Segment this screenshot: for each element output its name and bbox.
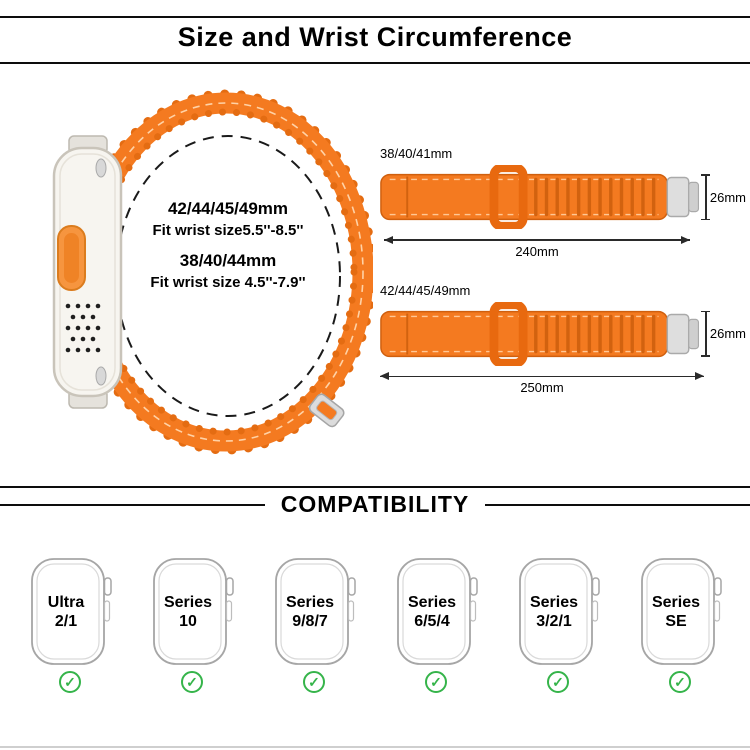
model-label: Series 3/2/1 bbox=[529, 594, 579, 631]
watch-outline: Series 9/8/7 bbox=[268, 556, 360, 668]
title-divider bbox=[0, 62, 750, 64]
check-icon: ✓ bbox=[669, 671, 691, 693]
width-measure-line bbox=[702, 310, 710, 357]
model-label: Series 9/8/7 bbox=[285, 594, 335, 631]
band-ridges bbox=[534, 177, 656, 217]
check-icon: ✓ bbox=[425, 671, 447, 693]
compatibility-divider bbox=[0, 486, 750, 488]
size-line-small: 38/40/44mm bbox=[179, 251, 277, 271]
action-button-inner bbox=[64, 233, 79, 283]
watch-outline-icon bbox=[31, 558, 112, 665]
watch-connector-lug bbox=[666, 176, 690, 218]
watch-outline: Ultra 2/1 bbox=[24, 556, 116, 668]
model-label: Series SE bbox=[651, 594, 701, 631]
strap-size-label: 38/40/41mm bbox=[380, 146, 453, 161]
watch-loop-graphic bbox=[52, 89, 377, 455]
strap-diagram-large: 42/44/45/49mm bbox=[378, 282, 746, 395]
band-pin-bottom bbox=[95, 366, 107, 386]
check-icon: ✓ bbox=[59, 671, 81, 693]
g-hook-buckle bbox=[308, 393, 345, 428]
check-icon: ✓ bbox=[303, 671, 325, 693]
strap-length-label: 240mm bbox=[515, 243, 559, 259]
compatibility-models: Ultra 2/1 ✓ Series 10 ✓ bbox=[20, 556, 730, 693]
model-label: Series 10 bbox=[163, 594, 213, 631]
strap-size-label: 42/44/45/49mm bbox=[380, 282, 471, 298]
compat-item-series-se: Series SE ✓ bbox=[630, 556, 730, 693]
model-label: Ultra 2/1 bbox=[47, 594, 85, 631]
width-measure-line bbox=[702, 174, 710, 220]
header-line-right bbox=[485, 503, 750, 506]
fit-line-small: Fit wrist size 4.5''-7.9'' bbox=[150, 274, 306, 292]
strap-graphic bbox=[380, 301, 700, 366]
page-title: Size and Wrist Circumference bbox=[177, 22, 573, 52]
length-measure-line bbox=[384, 239, 690, 241]
strap-length-measure: 240mm bbox=[384, 239, 690, 259]
strap-diagram-small: 38/40/41mm bbox=[378, 146, 746, 259]
watch-outline-icon bbox=[397, 558, 478, 665]
watch-outline: Series 6/5/4 bbox=[390, 556, 482, 668]
compat-item-ultra: Ultra 2/1 ✓ bbox=[20, 556, 120, 693]
strap-width-measure: 26mm bbox=[702, 310, 746, 357]
fit-line-large: Fit wrist size5.5''-8.5'' bbox=[152, 221, 304, 239]
watch-outline: Series 3/2/1 bbox=[512, 556, 604, 668]
compat-item-series654: Series 6/5/4 ✓ bbox=[386, 556, 486, 693]
top-divider bbox=[0, 16, 750, 18]
watch-connector-lug bbox=[666, 313, 690, 354]
length-measure-line bbox=[380, 375, 704, 377]
loop-buckle bbox=[489, 165, 528, 229]
compatibility-title: COMPATIBILITY bbox=[280, 491, 470, 517]
compat-item-series321: Series 3/2/1 ✓ bbox=[508, 556, 608, 693]
watch-outline: Series 10 bbox=[146, 556, 238, 668]
band-ridges bbox=[534, 314, 656, 353]
watch-outline-icon bbox=[519, 558, 600, 665]
size-line-large: 42/44/45/49mm bbox=[167, 199, 289, 218]
strap-width-label: 26mm bbox=[709, 189, 746, 205]
strap-length-measure: 250mm bbox=[380, 375, 704, 395]
strap-graphic bbox=[380, 165, 700, 229]
band-pin-top bbox=[95, 158, 107, 178]
strap-width-label: 26mm bbox=[709, 326, 746, 341]
watch-outline: Series SE bbox=[634, 556, 726, 668]
compat-item-series10: Series 10 ✓ bbox=[142, 556, 242, 693]
size-fit-text: 42/44/45/49mm Fit wrist size5.5''-8.5'' … bbox=[83, 198, 373, 293]
watch-outline-icon bbox=[275, 558, 356, 665]
speaker-grille bbox=[65, 303, 101, 353]
watch-outline-icon bbox=[153, 558, 234, 665]
lug-end bbox=[688, 181, 700, 213]
watch-outline-icon bbox=[641, 558, 722, 665]
lug-end bbox=[688, 318, 700, 349]
compatibility-header: COMPATIBILITY bbox=[0, 491, 750, 518]
strap-length-label: 250mm bbox=[520, 380, 564, 395]
check-icon: ✓ bbox=[181, 671, 203, 693]
watch-loop-illustration: 42/44/45/49mm Fit wrist size5.5''-8.5'' … bbox=[28, 80, 377, 482]
strap-width-measure: 26mm bbox=[702, 174, 746, 220]
compat-item-series987: Series 9/8/7 ✓ bbox=[264, 556, 364, 693]
strap-diagrams: 38/40/41mm bbox=[378, 146, 746, 395]
loop-buckle bbox=[489, 301, 528, 366]
check-icon: ✓ bbox=[547, 671, 569, 693]
bottom-divider bbox=[0, 746, 750, 748]
watch-case bbox=[52, 146, 123, 398]
model-label: Series 6/5/4 bbox=[407, 594, 457, 631]
header-line-left bbox=[0, 503, 265, 506]
wrist-measure-dashed-circle bbox=[115, 135, 341, 417]
